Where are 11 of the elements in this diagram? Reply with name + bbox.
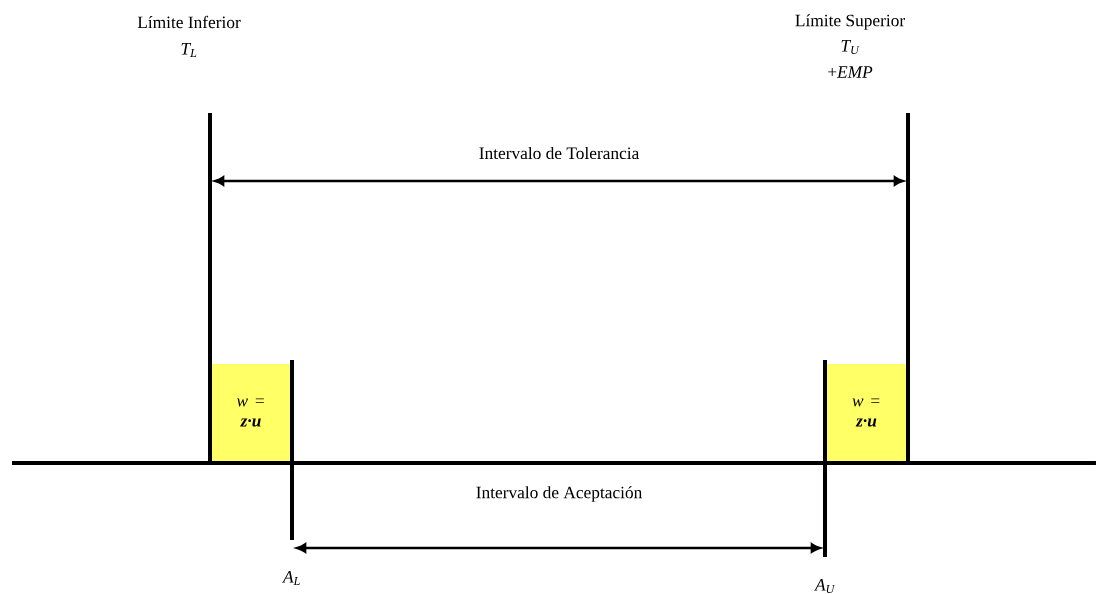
label-text: Límite Inferior	[137, 15, 241, 29]
label-text: T$_{U}$	[841, 40, 860, 54]
label-text: A$_{U}$	[814, 579, 835, 593]
label-text: Intervalo de Aceptación	[476, 486, 643, 502]
label-text: T$_{L}$	[181, 43, 197, 57]
tolerance-band: w = z·u	[827, 364, 906, 461]
label-text: A$_{L}$	[282, 571, 300, 585]
label-text: Intervalo de Tolerancia	[479, 146, 640, 160]
label-text: Límite Superior	[795, 14, 905, 30]
label-text: +EMP	[828, 66, 873, 78]
tolerance-band: w = z·u	[212, 364, 290, 461]
